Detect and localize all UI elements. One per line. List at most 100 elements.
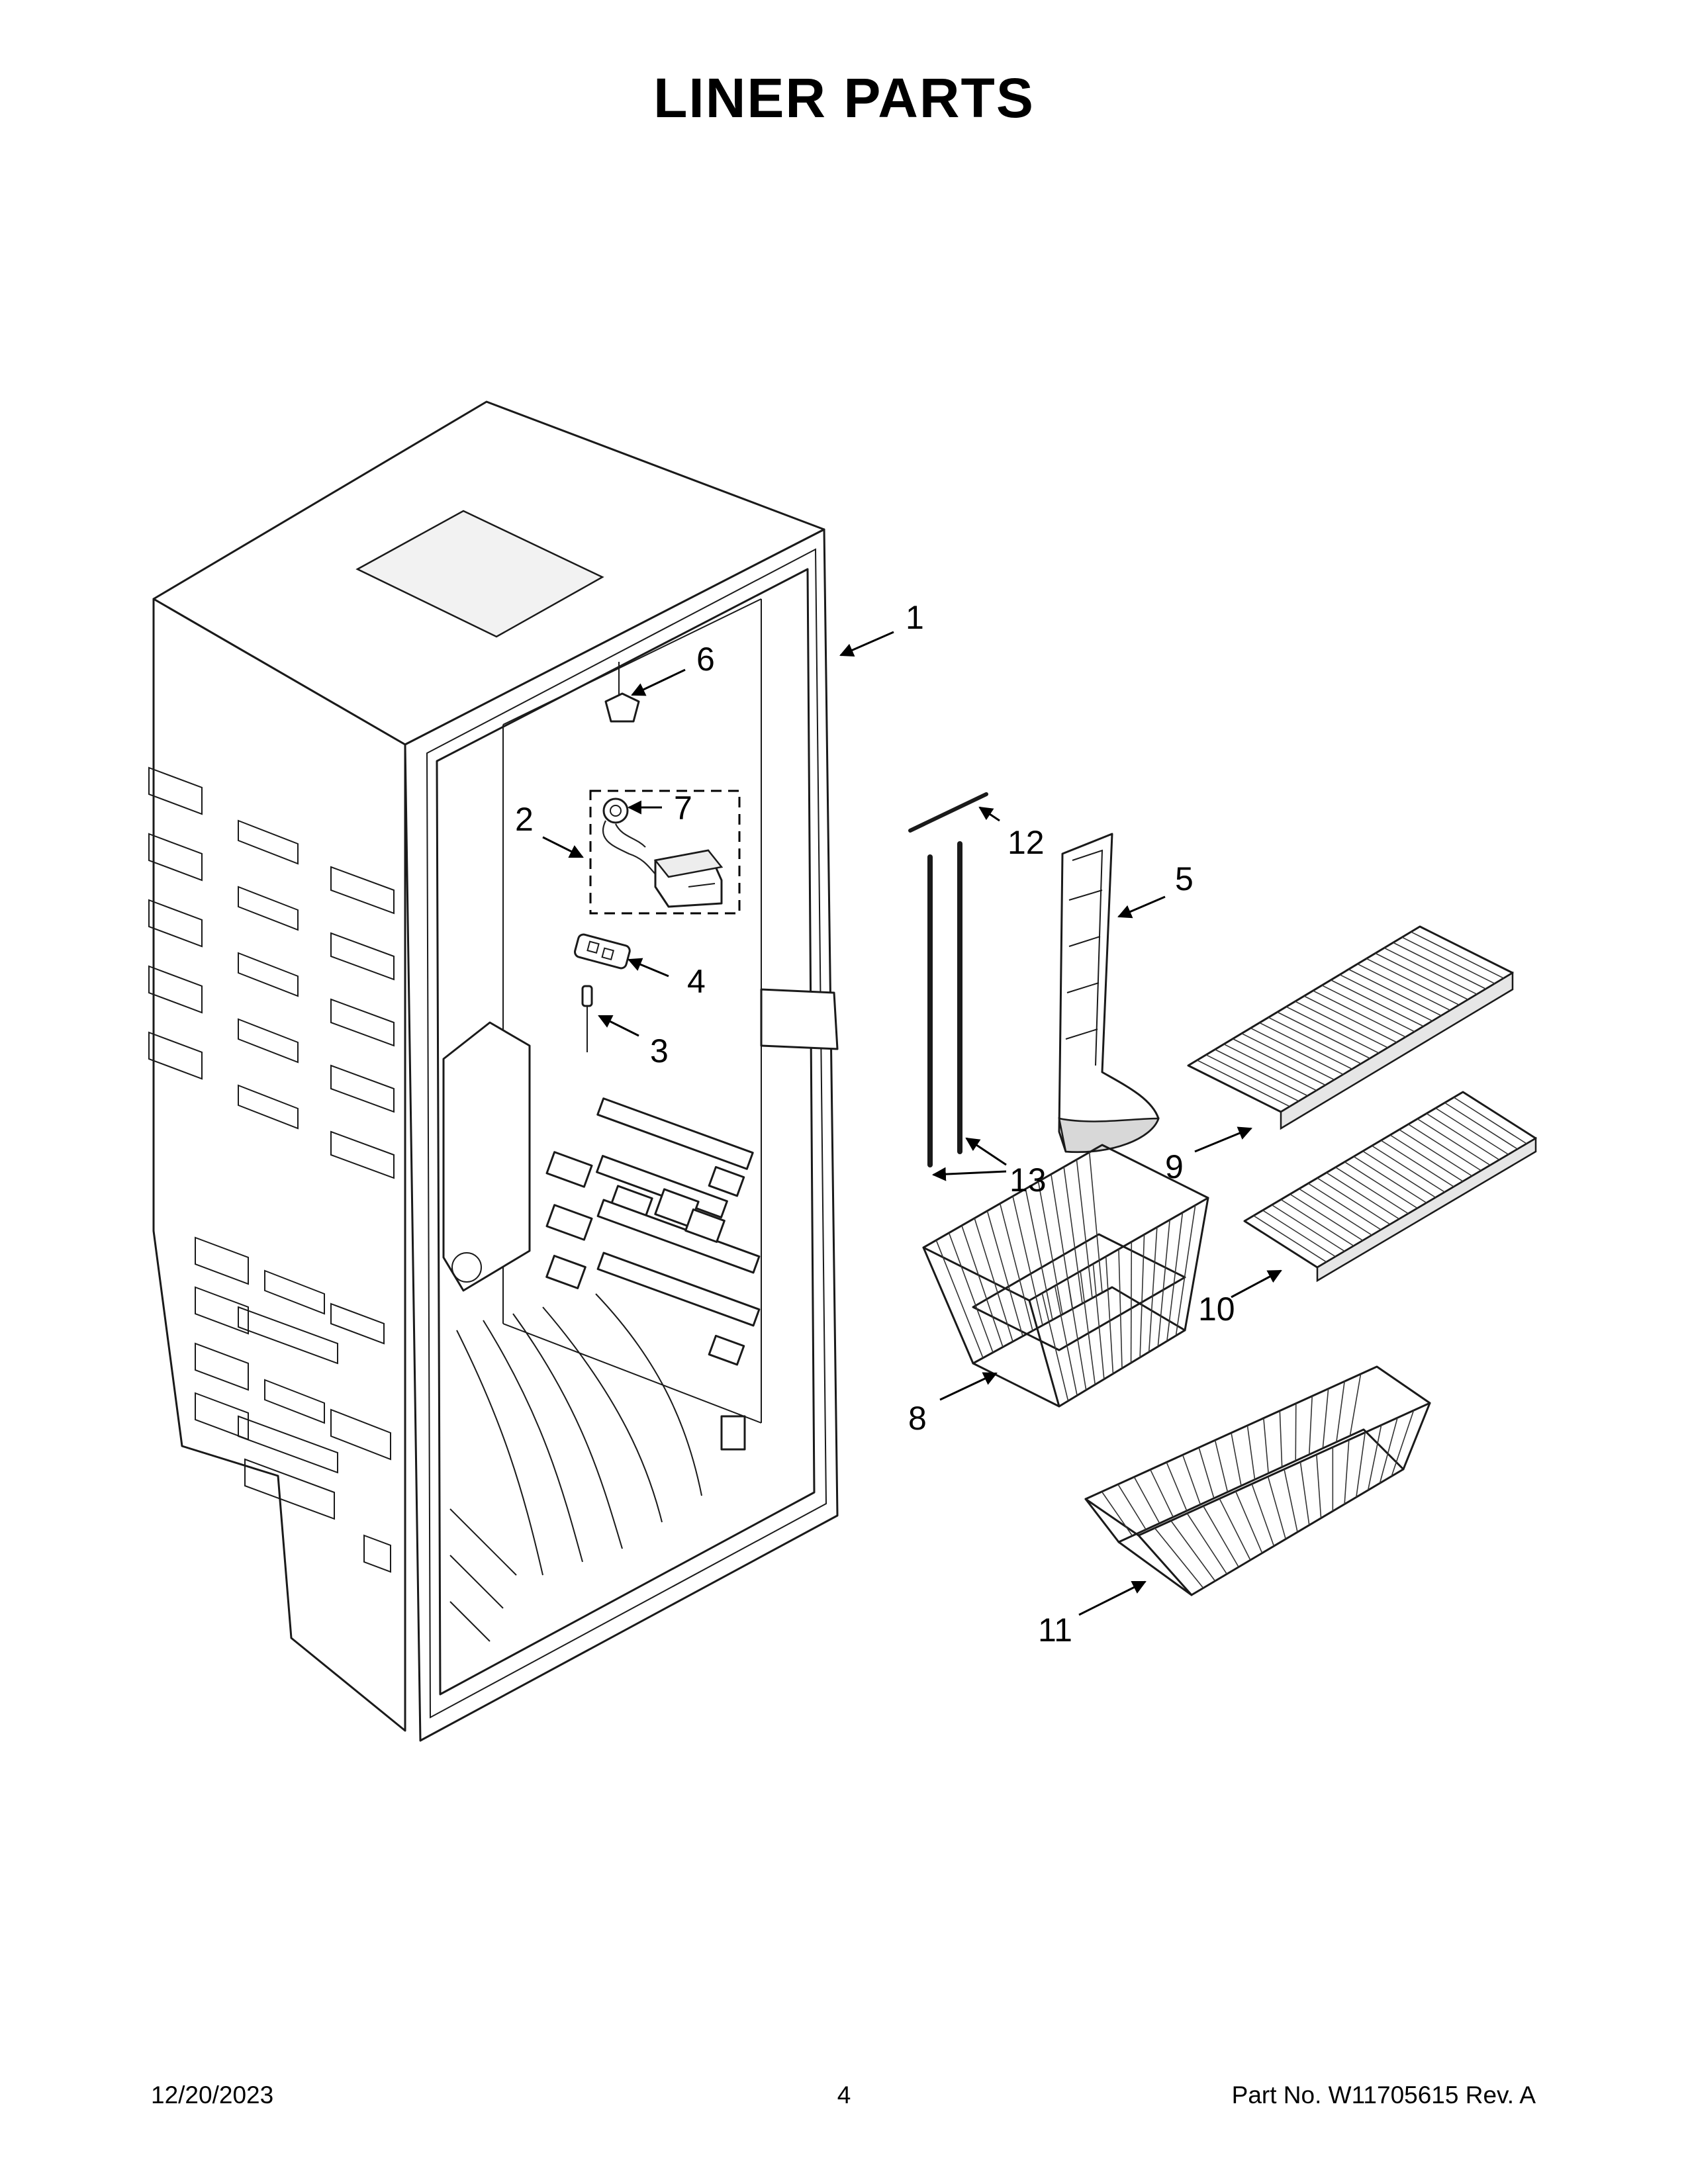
callout-5: 5 (1175, 860, 1194, 897)
wire-line (1279, 1410, 1283, 1467)
callout-9: 9 (1165, 1148, 1184, 1185)
wire-line (1399, 1129, 1473, 1177)
wire-line (974, 1218, 1013, 1342)
wire-line (961, 1225, 1004, 1347)
wire-line (1054, 1285, 1078, 1396)
wire-line (1263, 1418, 1269, 1474)
wire-line (1408, 1124, 1481, 1171)
wire-line (1303, 995, 1397, 1043)
floor-ribs (449, 1293, 702, 1642)
wire-line (1426, 1113, 1500, 1161)
wire-line (1251, 1483, 1275, 1547)
wire-line (1198, 1447, 1215, 1499)
wire-line (1339, 974, 1433, 1022)
wire-line (1012, 1196, 1043, 1326)
wire-line (1166, 1212, 1184, 1342)
callout-10: 10 (1198, 1291, 1235, 1328)
part-10-wire-shelf (1243, 1091, 1537, 1283)
parts-12-13-gaskets (908, 792, 988, 1167)
wire-line (935, 1240, 984, 1359)
callout-1: 1 (906, 599, 924, 636)
wire-line (1375, 952, 1469, 1001)
wire-line (1331, 979, 1424, 1027)
wire-line (1148, 1227, 1158, 1352)
wire-line (1231, 1432, 1242, 1486)
wire-line (1080, 1271, 1096, 1385)
wire-line (1348, 968, 1442, 1017)
wire-line (1088, 1152, 1103, 1293)
back-wall-brackets (545, 1097, 761, 1451)
callout-8: 8 (908, 1400, 927, 1437)
part-2-control-assembly (589, 790, 741, 915)
wire-line (1289, 1193, 1364, 1242)
part-5-air-duct (1058, 833, 1160, 1154)
wire-line (1037, 1181, 1063, 1315)
wire-line (1344, 1161, 1418, 1209)
wire-line (1313, 990, 1406, 1038)
wire-line (1316, 1454, 1322, 1518)
wire-line (1101, 1491, 1133, 1537)
wire-line (1235, 1491, 1263, 1553)
wire-line (1170, 1520, 1216, 1582)
wire-line (1335, 1167, 1409, 1214)
wire-line (1203, 1506, 1239, 1568)
wire-line (1372, 1145, 1445, 1193)
side-wall-slots (148, 766, 395, 1573)
wire-line (1267, 1476, 1286, 1539)
wire-line (1025, 1189, 1053, 1320)
wire-line (1417, 1118, 1491, 1166)
wire-line (1366, 958, 1460, 1006)
wire-line (1063, 1167, 1083, 1304)
wire-line (1308, 1396, 1313, 1455)
callout-4: 4 (687, 963, 706, 1000)
wire-line (1295, 1403, 1297, 1461)
wire-line (1157, 1220, 1170, 1347)
wire-line (1344, 1439, 1350, 1504)
footer-page-number: 4 (837, 2081, 851, 2109)
wire-line (1393, 942, 1486, 989)
wire-line (1186, 1513, 1228, 1574)
wire-line (1133, 1477, 1160, 1524)
wire-line (1117, 1484, 1147, 1530)
control-assembly-dashed-box (589, 790, 741, 915)
wire-line (1367, 1425, 1382, 1490)
wire-line (1277, 1011, 1370, 1059)
wire-line (1067, 1278, 1087, 1390)
wire-line (1076, 1160, 1093, 1298)
wire-line (1280, 1199, 1354, 1247)
callout-3: 3 (650, 1032, 669, 1069)
wire-line (1353, 1156, 1427, 1204)
wire-line (1349, 1373, 1362, 1436)
wire-line (948, 1232, 994, 1353)
wire-line (1092, 1263, 1105, 1380)
wire-line (1444, 1102, 1518, 1150)
wire-line (1322, 1388, 1329, 1449)
wire-line (1383, 947, 1477, 995)
callout-12: 12 (1008, 824, 1045, 861)
wire-line (1139, 1234, 1145, 1358)
wire-line (1317, 1177, 1391, 1225)
wire-line (1299, 1461, 1310, 1525)
wire-line (1130, 1242, 1133, 1363)
wire-line (1389, 1134, 1464, 1182)
liner-assembly (148, 400, 839, 1742)
wire-line (1411, 931, 1504, 979)
wire-line (986, 1210, 1023, 1337)
wire-line (1259, 1022, 1353, 1070)
wire-line (1401, 936, 1495, 984)
callout-2: 2 (515, 801, 534, 838)
wire-line (1321, 985, 1415, 1032)
wire-line (1286, 1006, 1380, 1054)
wire-line (1262, 1210, 1336, 1257)
footer-date: 12/20/2023 (151, 2081, 274, 2109)
part-8-wire-basket (922, 1144, 1209, 1408)
wire-line (1307, 1183, 1382, 1230)
wire-line (1197, 1060, 1290, 1107)
wire-line (1219, 1498, 1251, 1561)
wire-line (1166, 1462, 1188, 1512)
wire-line (1154, 1527, 1204, 1588)
wire-line (1250, 1027, 1344, 1075)
wire-line (1214, 1439, 1229, 1492)
wire-line (1271, 1204, 1345, 1252)
